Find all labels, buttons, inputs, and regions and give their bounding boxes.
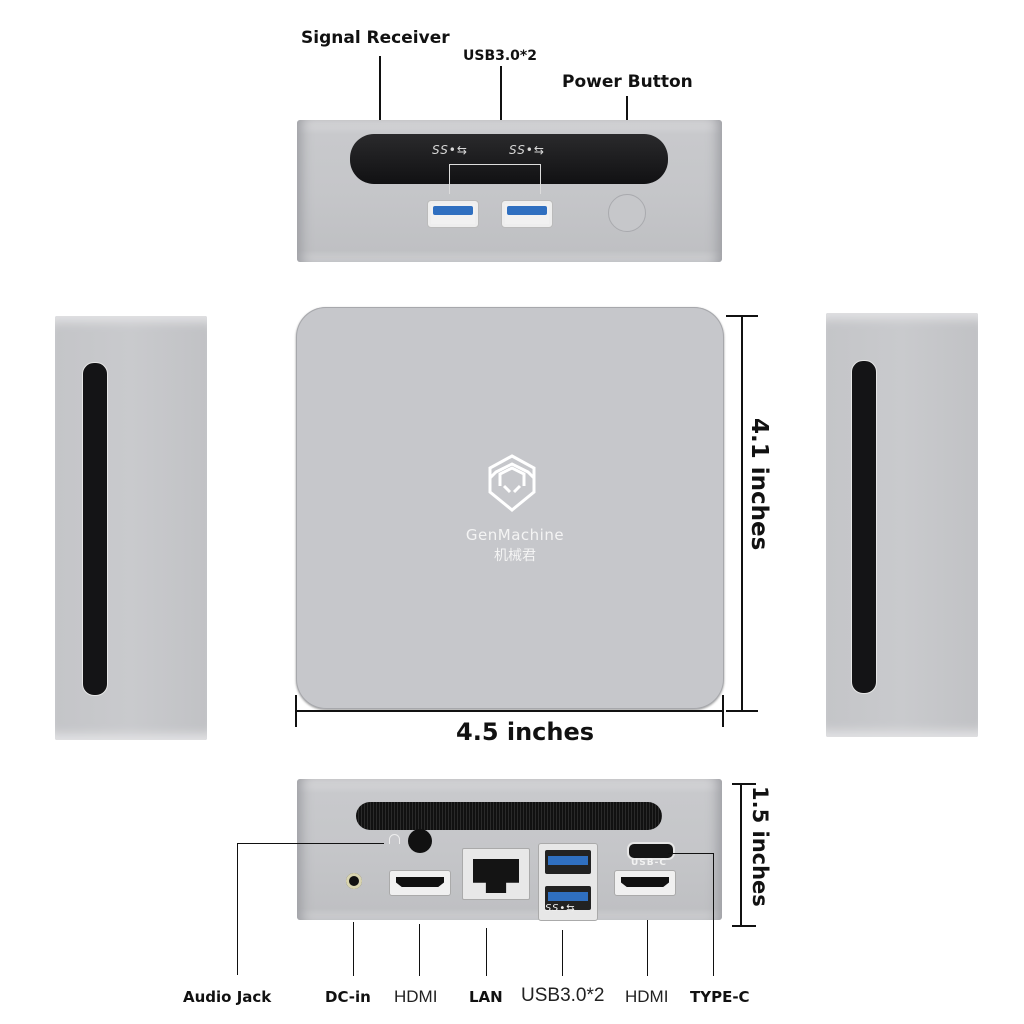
height-dimension-line (740, 783, 742, 926)
left-side-vent (82, 362, 108, 696)
width-dimension-tick-left (295, 695, 297, 727)
usb-back-leader (562, 930, 563, 976)
usb-c-port (627, 842, 675, 860)
brand-name: GenMachine (465, 526, 565, 544)
hdmi2-leader (647, 920, 648, 976)
headphone-icon (389, 834, 400, 844)
width-dimension-line (295, 710, 724, 712)
usb-ss-logo-1: SS•⇆ (432, 143, 468, 157)
height-dimension-tick-top (732, 783, 756, 785)
lan-label: LAN (469, 988, 503, 1006)
usb-ss-logo-2: SS•⇆ (509, 143, 545, 157)
signal-receiver-label: Signal Receiver (301, 28, 450, 48)
typec-leader-h (668, 853, 713, 854)
genmachine-logo-icon (488, 454, 536, 512)
signal-receiver-leader (379, 56, 381, 156)
usb-c-text: USB-C (631, 858, 667, 868)
lan-leader (486, 928, 487, 976)
front-usb-label: USB3.0*2 (463, 48, 537, 64)
usb-leader (500, 66, 502, 166)
height-dimension-label: 1.5 inches (748, 786, 772, 907)
back-usb-ports (538, 843, 598, 921)
depth-dimension-label: 4.1 inches (746, 418, 772, 551)
right-side-vent (851, 360, 877, 694)
front-usb-port-2 (501, 200, 553, 228)
audio-jack-label: Audio Jack (183, 988, 272, 1006)
back-usb-port-1 (545, 850, 591, 874)
depth-dimension-line (741, 315, 743, 712)
power-button-label: Power Button (562, 72, 693, 92)
depth-dimension-tick-top (726, 315, 758, 317)
hdmi-port-1 (389, 870, 451, 896)
width-dimension-tick-right (722, 695, 724, 727)
typec-leader-v (713, 853, 714, 976)
hdmi1-leader (419, 924, 420, 976)
dc-in-port (346, 873, 362, 889)
usb-bracket (449, 164, 541, 165)
back-usb-ss-logo: SS•⇆ (545, 903, 576, 914)
front-signal-panel (350, 134, 668, 184)
left-side-view (55, 316, 207, 740)
audio-leader-v (237, 843, 238, 975)
dcin-leader (353, 922, 354, 976)
depth-dimension-tick-bottom (726, 710, 758, 712)
hdmi-2-label: HDMI (625, 987, 669, 1006)
audio-leader-h (237, 843, 384, 844)
height-dimension-tick-bottom (732, 925, 756, 927)
usb-bracket-right (540, 164, 541, 194)
type-c-label: TYPE-C (690, 988, 750, 1006)
brand-name-cn: 机械君 (494, 548, 536, 564)
front-usb-port-1 (427, 200, 479, 228)
usb-back-label: USB3.0*2 (521, 985, 605, 1006)
power-button-icon (608, 194, 646, 232)
back-usb-port-2 (545, 886, 591, 910)
usb-bracket-left (449, 164, 450, 194)
width-dimension-label: 4.5 inches (456, 718, 595, 746)
dc-in-label: DC-in (325, 988, 371, 1006)
hdmi-1-label: HDMI (394, 987, 438, 1006)
back-vent (356, 802, 662, 830)
audio-jack-port (408, 829, 432, 853)
hdmi-port-2 (614, 870, 676, 896)
lan-port (462, 848, 530, 900)
right-side-view (826, 313, 978, 737)
